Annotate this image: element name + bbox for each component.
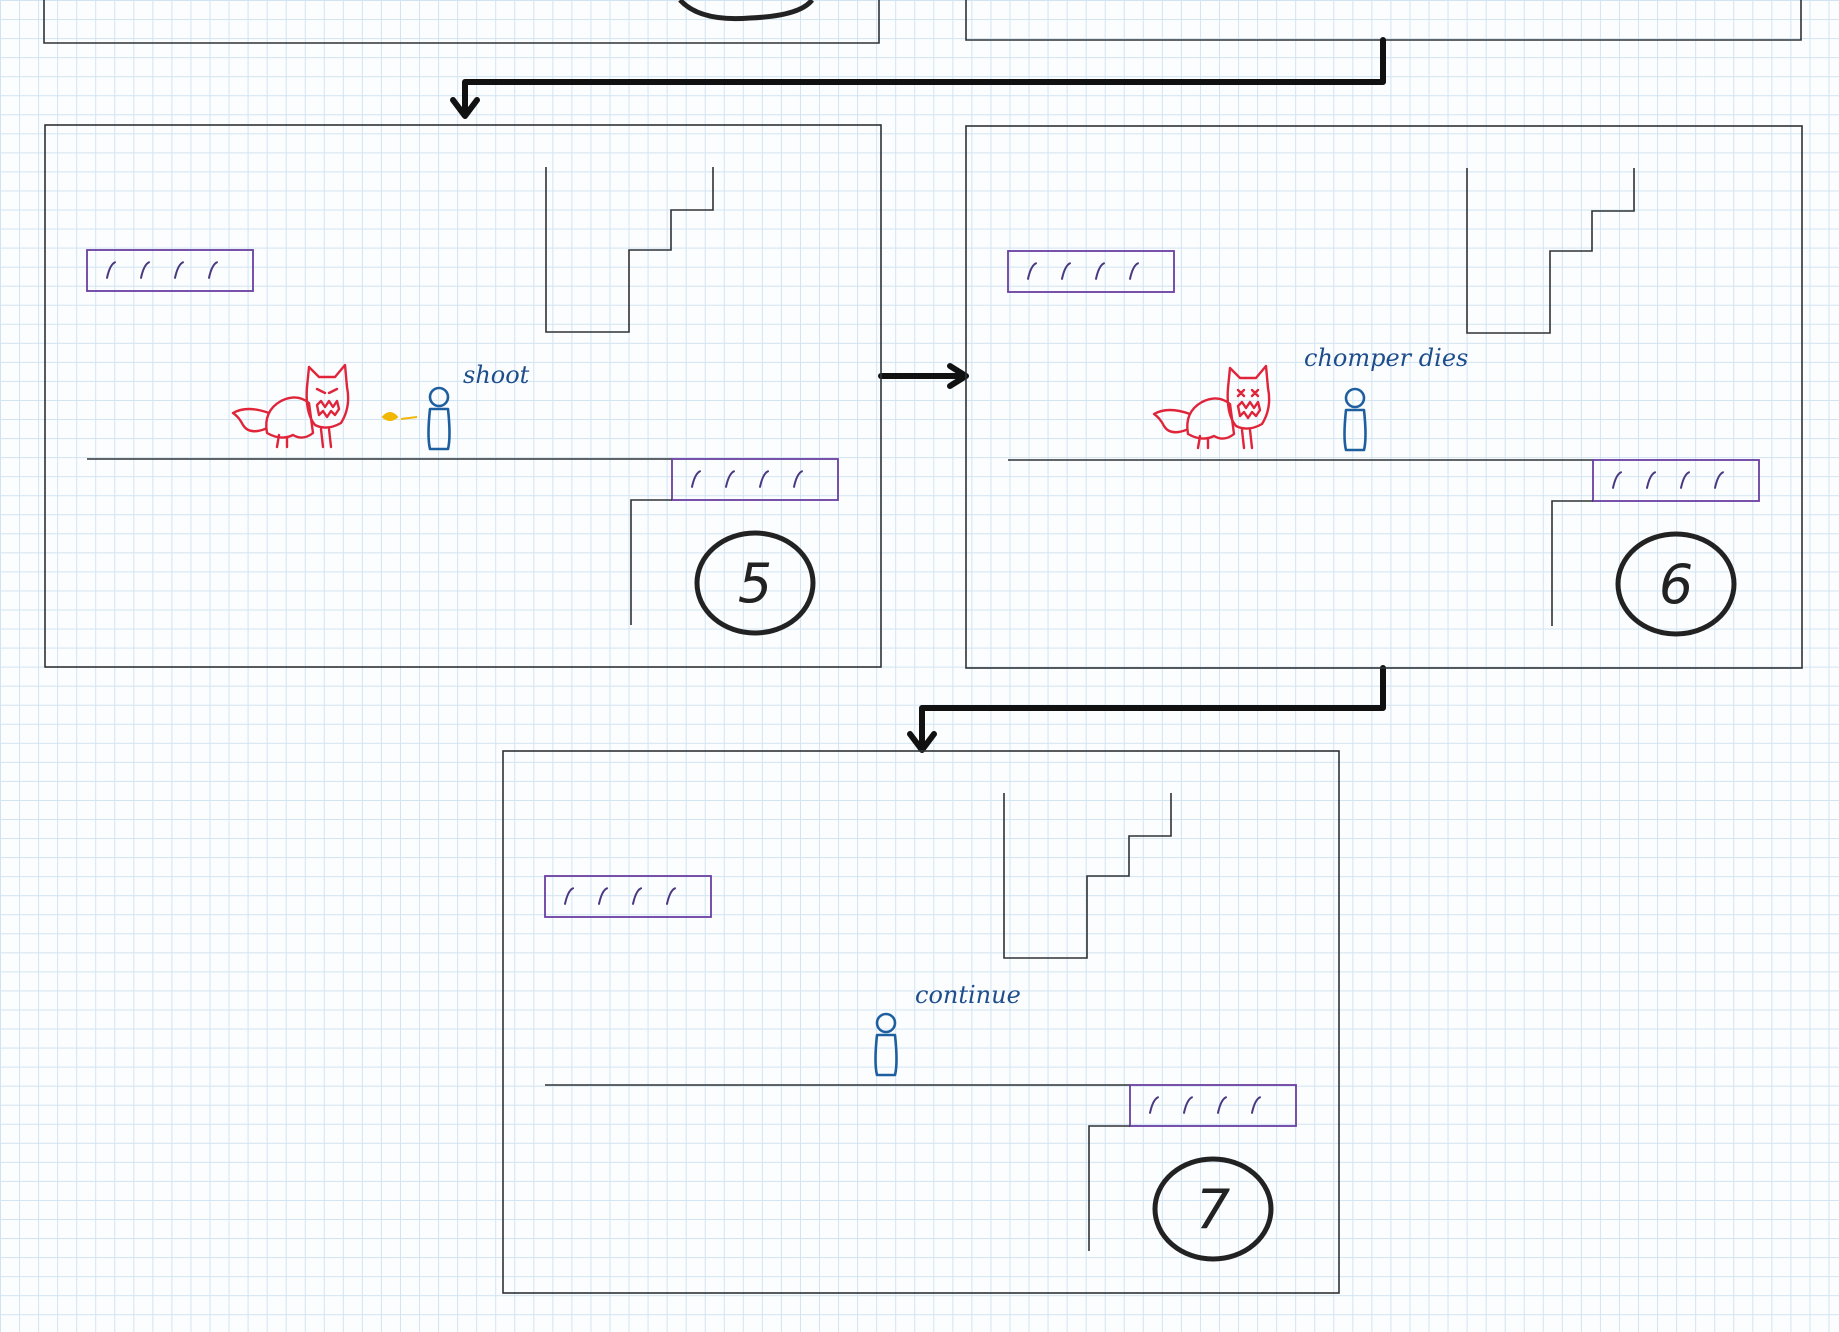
ledge-lower-right [671, 458, 839, 501]
projectile-icon [381, 412, 418, 421]
ledge-lower-right [1129, 1084, 1297, 1127]
drop-wall [1088, 1125, 1130, 1251]
chomper-head [305, 363, 350, 429]
chomper-monster-icon [231, 363, 350, 449]
chomper-legs [275, 427, 333, 449]
ledge-tick [1149, 1096, 1159, 1114]
panel-frame [502, 750, 1340, 1294]
hero-body [427, 407, 451, 451]
hero-body [1343, 408, 1367, 452]
ledge-tick [1646, 471, 1656, 489]
panel-number: 7 [1196, 1178, 1230, 1241]
panel-frame [965, 125, 1803, 669]
panel-number-badge: 5 [694, 530, 816, 636]
ledge-tick [691, 470, 701, 488]
ledge-tick [140, 261, 150, 279]
flow-arrow-6-to-7 [907, 665, 1386, 753]
panel-number-ring [694, 530, 816, 636]
ledge-tick [1612, 471, 1622, 489]
storyboard-panel-5: 5 shoot [44, 124, 882, 668]
ledge-lower-right-outline [671, 458, 839, 501]
ledge-upper-left [544, 875, 712, 918]
staircase-wall [1003, 793, 1172, 959]
ledge-tick [666, 887, 676, 905]
ledge-tick [1680, 471, 1690, 489]
panel-number-badge: 7 [1152, 1156, 1274, 1262]
panel-number-ring [1152, 1156, 1274, 1262]
ledge-tick [1251, 1096, 1261, 1114]
hero-head [875, 1012, 897, 1034]
staircase-wall [1466, 168, 1635, 334]
ledge-upper-left-outline [86, 249, 254, 292]
ledge-tick [759, 470, 769, 488]
ledge-lower-right-outline [1129, 1084, 1297, 1127]
ledge-tick [1027, 262, 1037, 280]
panel-number-badge: 6 [1615, 531, 1737, 637]
hero-head [1344, 387, 1366, 409]
drop-wall [1551, 500, 1593, 626]
ledge-tick [208, 261, 218, 279]
annotation-note: chomper dies [1304, 344, 1468, 372]
drop-wall [630, 499, 672, 625]
ledge-upper-left-outline [1007, 250, 1175, 293]
stick-figure-icon [874, 1012, 898, 1077]
ledge-tick [1183, 1096, 1193, 1114]
ledge-tick [725, 470, 735, 488]
ledge-tick [598, 887, 608, 905]
ledge-upper-left [1007, 250, 1175, 293]
ledge-tick [1129, 262, 1139, 280]
chomper-dead-eyes [1236, 388, 1260, 398]
chomper-monster-icon [1152, 364, 1271, 450]
chomper-angry-eyes [315, 387, 339, 395]
ledge-tick [1714, 471, 1724, 489]
panel-number: 6 [1659, 553, 1693, 616]
chomper-tail [231, 407, 271, 433]
flow-arrow-5-to-6 [878, 363, 969, 389]
chomper-teeth [315, 399, 341, 419]
ledge-tick [793, 470, 803, 488]
ledge-lower-right-outline [1592, 459, 1760, 502]
chomper-teeth [1236, 400, 1262, 420]
ledge-tick [1095, 262, 1105, 280]
top-right-panel-partial [965, 0, 1802, 41]
ledge-tick [106, 261, 116, 279]
ledge-tick [564, 887, 574, 905]
stick-figure-icon [427, 386, 451, 451]
panel-number: 5 [738, 552, 772, 615]
chomper-head [1226, 364, 1271, 430]
ledge-tick [632, 887, 642, 905]
hero-body [874, 1033, 898, 1077]
ledge-tick [174, 261, 184, 279]
bullet-shape [381, 412, 399, 421]
panel-number-ring [1615, 531, 1737, 637]
ledge-tick [1061, 262, 1071, 280]
ledge-upper-left-outline [544, 875, 712, 918]
panel-frame [44, 124, 882, 668]
storyboard-panel-7: 7 continue [502, 750, 1340, 1294]
bullet-trail [400, 416, 418, 420]
annotation-note: continue [915, 981, 1021, 1009]
chomper-tail [1152, 408, 1192, 434]
ledge-lower-right [1592, 459, 1760, 502]
annotation-note: shoot [463, 361, 530, 389]
hero-head [428, 386, 450, 408]
chomper-legs [1196, 428, 1254, 450]
storyboard-panel-6: 6 chomper dies [965, 125, 1803, 669]
top-left-panel-partial [43, 0, 880, 44]
staircase-wall [545, 167, 714, 333]
stick-figure-icon [1343, 387, 1367, 452]
ledge-tick [1217, 1096, 1227, 1114]
ledge-upper-left [86, 249, 254, 292]
flow-arrow-top-to-5 [450, 37, 1386, 119]
